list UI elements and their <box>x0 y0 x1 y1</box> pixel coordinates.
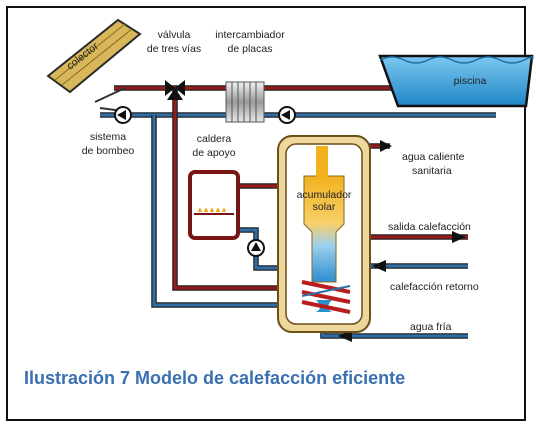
pump-system-label-1: sistema <box>90 131 126 143</box>
support-boiler <box>188 170 240 240</box>
arrow-heating-out <box>452 231 466 243</box>
flame-icon <box>198 208 226 212</box>
valve-label-1: válvula <box>158 29 191 41</box>
swimming-pool: piscina <box>378 54 534 108</box>
solar-accumulator-tank: acumulador solar <box>277 135 371 333</box>
solar-collector: colector <box>46 18 142 113</box>
figure-caption: Ilustración 7 Modelo de calefacción efic… <box>24 368 406 388</box>
pump-collector-icon <box>114 106 132 124</box>
labels: válvula de tres vías intercambiador de p… <box>82 29 479 333</box>
exchanger-label-1: intercambiador <box>215 29 285 41</box>
heating-out-label: salida calefacción <box>388 221 471 233</box>
arrow-heating-return <box>372 260 386 272</box>
accumulator-label-2: solar <box>313 201 336 213</box>
heating-return-label: calefacción retorno <box>390 281 479 293</box>
pump-system-label-2: de bombeo <box>82 145 135 157</box>
exchanger-label-2: de placas <box>228 43 273 55</box>
hot-water-label-2: sanitaria <box>412 165 452 177</box>
pool-label: piscina <box>454 75 487 87</box>
flow-arrows <box>338 140 466 342</box>
heating-coil <box>301 280 351 314</box>
boiler-label-2: de apoyo <box>192 147 235 159</box>
pump-pool-icon <box>278 106 296 124</box>
three-way-valve <box>165 80 185 100</box>
pumps <box>114 106 296 257</box>
valve-label-2: de tres vías <box>147 43 201 55</box>
pump-boiler-icon <box>247 239 265 257</box>
plate-heat-exchanger <box>225 81 265 123</box>
cold-water-label: agua fría <box>410 321 452 333</box>
accumulator-label-1: acumulador <box>297 189 352 201</box>
arrow-hot-water <box>380 140 392 152</box>
boiler-label-1: caldera <box>197 133 232 145</box>
hot-water-label-1: agua caliente <box>402 151 465 163</box>
